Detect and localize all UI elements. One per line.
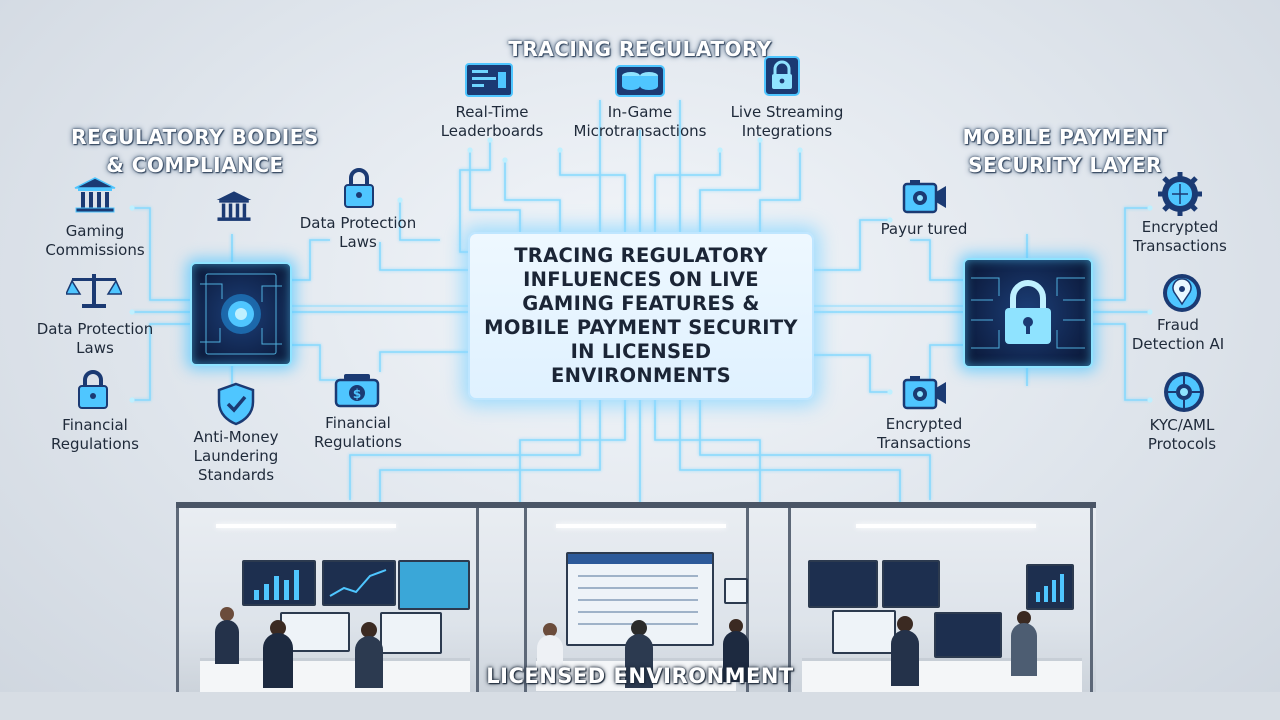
glass-divider (788, 508, 791, 698)
target-icon (200, 273, 282, 355)
location-pin-icon (1163, 274, 1201, 312)
right-inner-label: Payur tured (880, 220, 968, 238)
top-header: TRACING REGULATORY (508, 37, 772, 61)
bar-chart-icon (254, 570, 299, 600)
wall-chart-monitor (1026, 564, 1074, 610)
courthouse-icon (74, 177, 116, 213)
person (1011, 611, 1037, 676)
right-item-label: Fraud Detection AI (1131, 316, 1225, 353)
glass-divider (1090, 508, 1093, 698)
bar-chart-icon (1036, 574, 1064, 602)
ceiling-light (216, 524, 396, 528)
shield-check-icon (217, 382, 255, 426)
left-item-label: Gaming Commissions (45, 222, 145, 259)
right-inner-label: Encrypted Transactions (877, 415, 971, 452)
top-item-label: Live Streaming Integrations (730, 103, 844, 140)
person (537, 623, 563, 684)
left-item-label: Financial Regulations (51, 416, 139, 453)
wall-chart-monitor (322, 560, 396, 606)
right-item-label: Encrypted Transactions (1133, 218, 1227, 255)
wall-monitor (398, 560, 470, 610)
wall-monitor (882, 560, 940, 608)
wall-chart-monitor (242, 560, 316, 606)
left-header: REGULATORY BODIES & COMPLIANCE (71, 125, 319, 177)
left-item-label: Data Protection Laws (36, 320, 154, 357)
licensed-environment-label: LICENSED ENVIRONMENT (486, 664, 794, 688)
glass-divider (476, 508, 479, 698)
right-item-label: KYC/AML Protocols (1147, 416, 1217, 453)
right-header: MOBILE PAYMENT SECURITY LAYER (962, 125, 1168, 177)
wall-monitor (808, 560, 878, 608)
wall-monitor (380, 612, 442, 654)
person (625, 620, 653, 688)
left-inner-label: Data Protection Laws (299, 214, 417, 251)
ceiling-light (856, 524, 1036, 528)
lock-icon (78, 370, 108, 409)
glass-divider (524, 508, 527, 698)
center-title-box: TRACING REGULATORY INFLUENCES ON LIVE GA… (468, 232, 814, 400)
line-chart-icon (329, 569, 387, 597)
lock-icon (971, 277, 1085, 349)
courthouse-icon (216, 191, 252, 221)
person (723, 619, 749, 682)
desk-monitor (832, 610, 896, 654)
money-icon: $ (334, 374, 380, 408)
camera-icon (902, 180, 946, 214)
gear-globe-icon (1158, 172, 1202, 216)
dashboard-icon (465, 63, 513, 97)
camera-icon (902, 376, 946, 410)
floor (0, 692, 1280, 720)
center-title: TRACING REGULATORY INFLUENCES ON LIVE GA… (484, 244, 798, 387)
left-inner-label: Financial Regulations (314, 414, 402, 451)
network-icon (1164, 372, 1204, 412)
person (891, 616, 919, 686)
scales-icon (66, 274, 122, 308)
coins-icon (615, 65, 665, 97)
ceiling-light (556, 524, 726, 528)
glass-divider (176, 508, 179, 698)
person (355, 622, 383, 688)
left-inner-label: Anti-Money Laundering Standards (193, 428, 279, 484)
lock-icon (764, 56, 800, 96)
top-item-label: In-Game Microtransactions (573, 103, 707, 140)
regulatory-chip (190, 262, 292, 366)
wall-monitor (280, 612, 350, 652)
top-item-label: Real-Time Leaderboards (440, 103, 544, 140)
person (215, 607, 239, 664)
side-monitor (724, 578, 748, 604)
payment-security-chip (963, 258, 1093, 368)
person (263, 620, 293, 688)
desk-monitor (934, 612, 1002, 658)
svg-text:$: $ (353, 387, 361, 401)
lock-icon (344, 168, 374, 208)
